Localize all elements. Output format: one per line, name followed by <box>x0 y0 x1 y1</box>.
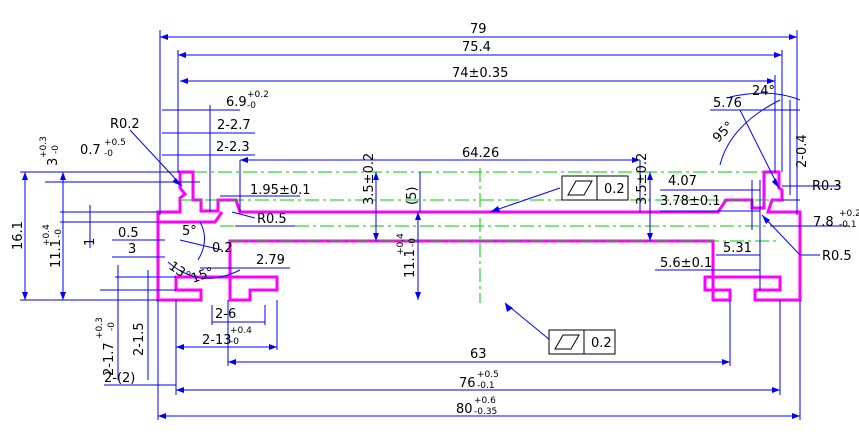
dim-76: 76 <box>459 376 476 391</box>
dim-2-0-4: 2-0.4 <box>795 134 810 168</box>
dim-80: 80 <box>456 402 473 417</box>
tolerance-frame-bottom: 0.2 <box>548 329 616 355</box>
dimension-texts: 79 75.4 74±0.35 6.9 +0.2 -0 R0.2 2-2.7 2… <box>11 22 859 417</box>
dim-11-1-mid-tol-lo: -0 <box>408 238 418 247</box>
dim-0-2: 0.2 <box>212 241 233 256</box>
dim-6-9: 6.9 <box>226 95 247 110</box>
tolerance-top-value: 0.2 <box>604 182 625 197</box>
dim-5-76: 5.76 <box>713 96 742 111</box>
dim-7-8-tol-lo: -0.1 <box>839 220 857 230</box>
dim-1-95: 1.95±0.1 <box>250 183 311 198</box>
dim-2-6: 2-6 <box>215 307 236 322</box>
dim-2-2: 2-(2) <box>104 371 135 386</box>
dim-63: 63 <box>470 347 487 362</box>
dim-3-tol-lo: -0 <box>51 145 61 154</box>
dim-3-5-right: 3.5±0.2 <box>635 153 650 205</box>
dim-79: 79 <box>470 22 487 37</box>
dim-3-top: 3 <box>46 158 61 166</box>
dim-11-1-mid: 11.1 <box>403 249 418 278</box>
radius-0-5-right: R0.5 <box>822 249 852 264</box>
angle-95deg: 95° <box>710 119 737 146</box>
dim-5-ref: (5) <box>405 187 420 205</box>
dim-3-lower: 3 <box>128 242 136 257</box>
dim-0-7: 0.7 <box>80 143 101 158</box>
dim-16-1: 16.1 <box>11 221 26 250</box>
dim-7-8-tol-up: +0.2 <box>839 209 859 219</box>
dim-2-13-tol-up: +0.4 <box>230 326 252 336</box>
dim-1: 1 <box>83 238 98 246</box>
radius-0-3: R0.3 <box>812 179 842 194</box>
flatness-icon <box>567 180 593 196</box>
dim-2-1-7-tol-up: +0.3 <box>95 317 105 339</box>
dim-11-1-left: 11.1 <box>49 239 64 268</box>
dim-2-1-5: 2-1.5 <box>132 322 147 356</box>
angle-arcs <box>167 92 801 279</box>
angle-15deg: 15° <box>189 265 216 287</box>
dim-4-07: 4.07 <box>668 174 697 189</box>
dim-0-7-tol-lo: -0 <box>104 149 113 159</box>
dim-76-tol-up: +0.5 <box>477 370 499 380</box>
dim-6-9-tol-lo: -0 <box>247 101 256 111</box>
dim-80-tol-up: +0.6 <box>474 396 496 406</box>
dim-76-tol-lo: -0.1 <box>477 381 495 391</box>
dim-0-7-tol-up: +0.5 <box>104 138 126 148</box>
dim-75-4: 75.4 <box>462 40 491 55</box>
dim-2-13: 2-13 <box>202 333 232 348</box>
dim-2-79: 2.79 <box>256 253 285 268</box>
angle-5deg: 5° <box>182 224 197 239</box>
dim-5-6: 5.6±0.1 <box>660 256 712 271</box>
angle-24deg: 24° <box>752 84 775 99</box>
dim-64-26: 64.26 <box>462 146 499 161</box>
dim-5-31: 5.31 <box>723 241 752 256</box>
dim-2-2-7: 2-2.7 <box>217 118 251 133</box>
dim-7-8: 7.8 <box>813 215 834 230</box>
dim-3-78: 3.78±0.1 <box>660 194 721 209</box>
dim-11-1-left-tol-up: +0.4 <box>42 224 52 246</box>
dim-2-2-3: 2-2.3 <box>216 140 250 155</box>
radius-0-2: R0.2 <box>110 117 140 132</box>
dim-0-5: 0.5 <box>118 226 139 241</box>
dim-6-9-tol-up: +0.2 <box>247 90 269 100</box>
radius-0-5-left: R0.5 <box>257 212 287 227</box>
dimension-lines <box>20 30 850 420</box>
tolerance-frame-top: 0.2 <box>561 175 629 201</box>
dim-80-tol-lo: -0.35 <box>474 407 497 417</box>
dim-11-1-left-tol-lo: -0 <box>54 229 64 238</box>
dim-2-1-7-tol-lo: -0 <box>107 322 117 331</box>
arrowheads <box>22 34 800 419</box>
dim-3-tol-up: +0.3 <box>39 136 49 158</box>
dim-11-1-mid-tol-up: +0.4 <box>396 233 406 255</box>
dim-3-5-left: 3.5±0.2 <box>362 153 377 205</box>
flatness-icon <box>554 334 580 350</box>
centerlines <box>180 168 780 303</box>
dim-2-1-7: 2-1.7 <box>102 342 117 376</box>
dim-74: 74±0.35 <box>452 66 508 81</box>
tolerance-bottom-value: 0.2 <box>591 336 612 351</box>
profile-outline <box>156 170 802 302</box>
dim-2-13-tol-lo: -0 <box>230 337 239 347</box>
